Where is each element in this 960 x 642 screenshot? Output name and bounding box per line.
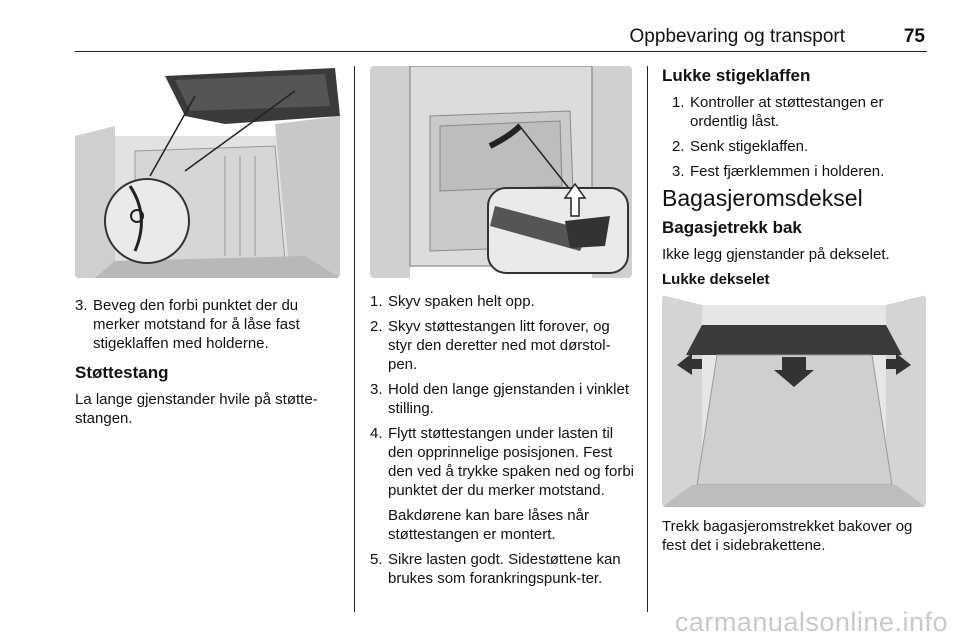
list-item: 3. Fest fjærklemmen i holderen. [672, 162, 927, 181]
tailgate-illustration [75, 66, 340, 278]
column-2: 1. Skyv spaken helt opp. 2. Skyv støttes… [370, 66, 635, 594]
column-divider [354, 66, 355, 612]
cargo-cover-illustration [662, 295, 926, 507]
paragraph: Trekk bagasjeromstrekket bakover og fest… [662, 518, 913, 554]
step-number: 1. [672, 94, 685, 111]
step-text: Flytt støttestangen under lasten til den… [388, 425, 634, 499]
step-text: Sikre lasten godt. Sidestøttene kan bruk… [388, 551, 621, 587]
step-number: 1. [370, 293, 383, 310]
section-title: Oppbevaring og transport [629, 26, 845, 47]
steps-list: 1. Kontroller at støttestangen er ordent… [662, 93, 927, 181]
steps-list: 1. Skyv spaken helt opp. 2. Skyv støttes… [370, 292, 635, 588]
step-text: Beveg den forbi punktet der du merker mo… [93, 297, 300, 352]
step-number: 4. [370, 425, 383, 442]
list-item: 3. Hold den lange gjenstanden i vinklet … [370, 380, 635, 418]
list-item: 2. Senk stigeklaffen. [672, 137, 927, 156]
page-number: 75 [903, 26, 925, 47]
paragraph: Ikke legg gjenstander på dekselet. [662, 246, 890, 263]
step-number: 3. [75, 297, 88, 314]
step-text: Senk stigeklaffen. [690, 138, 809, 155]
heading-stottestang: Støttestang [75, 363, 169, 382]
column-1: 3. Beveg den forbi punktet der du merker… [75, 66, 340, 434]
heading-lukke-stigeklaffen: Lukke stigeklaffen [662, 66, 811, 85]
figure-support-bar [370, 66, 632, 278]
paragraph: La lange gjenstander hvile på støtte-sta… [75, 391, 318, 427]
list-item: 1. Kontroller at støttestangen er ordent… [672, 93, 927, 131]
step-number: 2. [370, 318, 383, 335]
step-text: Kontroller at støttestangen er ordentlig… [690, 94, 884, 130]
heading-lukke-dekselet: Lukke dekselet [662, 271, 770, 288]
page-header: Oppbevaring og transport 75 [75, 22, 927, 52]
figure-cargo-cover [662, 295, 926, 507]
list-item: 4. Flytt støttestangen under lasten til … [370, 424, 635, 544]
section-heading: Bagasjeromsdeksel [662, 185, 863, 211]
step-number: 3. [370, 381, 383, 398]
list-item: 5. Sikre lasten godt. Sidestøttene kan b… [370, 550, 635, 588]
column-divider [647, 66, 648, 612]
step-text: Skyv støttestangen litt forover, og styr… [388, 318, 611, 373]
list-item: 2. Skyv støttestangen litt forover, og s… [370, 317, 635, 374]
step-text: Hold den lange gjenstanden i vinklet sti… [388, 381, 630, 417]
step-text: Skyv spaken helt opp. [388, 293, 535, 310]
step-number: 3. [672, 163, 685, 180]
subheading: Bagasjetrekk bak [662, 218, 802, 237]
step-number: 2. [672, 138, 685, 155]
step-note: Bakdørene kan bare låses når støttestang… [388, 507, 589, 543]
list-item: 1. Skyv spaken helt opp. [370, 292, 635, 311]
watermark: carmanualsonline.info [674, 607, 948, 637]
figure-tailgate-support [75, 66, 340, 278]
step-number: 5. [370, 551, 383, 568]
column-3: Lukke stigeklaffen 1. Kontroller at støt… [662, 66, 927, 561]
steps-list: 3. Beveg den forbi punktet der du merker… [75, 296, 340, 353]
step-text: Fest fjærklemmen i holderen. [690, 163, 885, 180]
support-bar-illustration [370, 66, 632, 278]
list-item: 3. Beveg den forbi punktet der du merker… [75, 296, 340, 353]
